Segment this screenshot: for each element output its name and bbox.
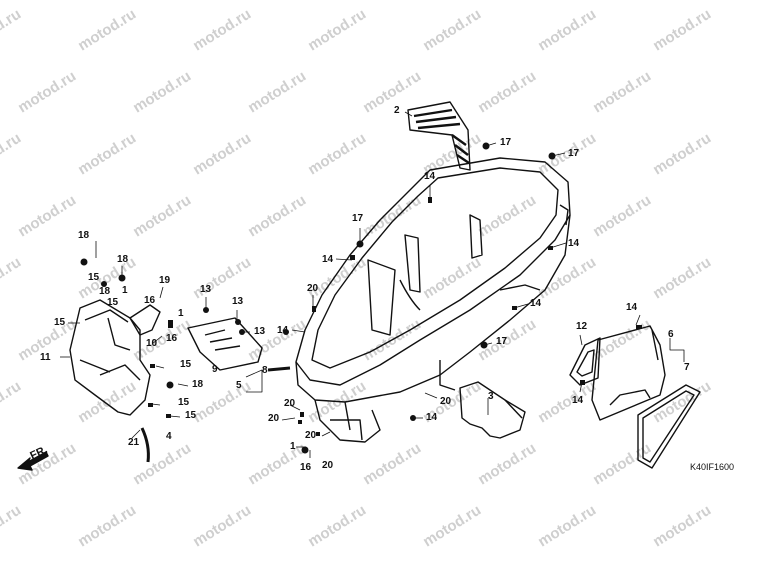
callout-15-e: 15 — [178, 397, 190, 408]
part-10-bracket — [129, 304, 161, 336]
callout-17-b: 17 — [568, 148, 580, 159]
callout-16-c: 16 — [300, 462, 312, 473]
callout-14-c: 14 — [322, 254, 334, 265]
callout-12: 12 — [576, 321, 588, 332]
fasteners — [80, 142, 642, 454]
callout-18-b: 18 — [117, 254, 129, 265]
callout-14-d: 14 — [530, 298, 542, 309]
callout-1-c: 1 — [290, 441, 296, 452]
callout-13-b: 13 — [232, 296, 244, 307]
callout-20-e: 20 — [322, 460, 334, 471]
part-4-hose — [140, 427, 150, 463]
callout-2: 2 — [394, 105, 400, 116]
callout-20-c: 20 — [268, 413, 280, 424]
part-11-housing — [69, 299, 151, 416]
callout-14-h: 14 — [572, 395, 584, 406]
callout-15-b: 15 — [107, 297, 119, 308]
part-2-grille — [407, 101, 471, 171]
callout-11: 11 — [40, 352, 51, 363]
callout-20-b: 20 — [284, 398, 296, 409]
callout-18-c: 18 — [99, 286, 111, 297]
part-9-guide — [187, 317, 263, 371]
callout-13-c: 13 — [254, 326, 266, 337]
diagram-code: K40IF1600 — [690, 462, 735, 472]
callout-3: 3 — [488, 391, 494, 402]
callout-15-f: 15 — [185, 410, 197, 421]
callout-14-b: 14 — [568, 238, 580, 249]
callout-14-g: 14 — [626, 302, 638, 313]
callout-18-d: 18 — [192, 379, 204, 390]
callout-5: 5 — [236, 380, 242, 391]
callout-1-b: 1 — [178, 308, 184, 319]
callout-9: 9 — [212, 364, 218, 375]
callout-15-a: 15 — [88, 272, 100, 283]
callout-19: 19 — [159, 275, 171, 286]
luggage-box — [295, 157, 571, 443]
callout-16-b: 16 — [166, 333, 178, 344]
callout-18-a: 18 — [78, 230, 90, 241]
callout-10: 10 — [146, 338, 158, 349]
callout-17-c: 17 — [352, 213, 364, 224]
callout-16-a: 16 — [144, 295, 156, 306]
part-3-panel — [459, 381, 526, 439]
callout-8: 8 — [262, 365, 268, 376]
callout-4: 4 — [166, 431, 172, 442]
callout-7: 7 — [684, 362, 690, 373]
part-6-side-panel — [591, 325, 666, 421]
callout-6: 6 — [668, 329, 674, 340]
callout-17-d: 17 — [496, 336, 508, 347]
part-12-triangle-panel — [569, 337, 601, 386]
callout-14-f: 14 — [426, 412, 438, 423]
part-8-pin — [267, 366, 291, 372]
callout-15-c: 15 — [54, 317, 66, 328]
callout-13-a: 13 — [200, 284, 212, 295]
fr-arrow — [17, 451, 49, 471]
callout-14-a: 14 — [424, 171, 436, 182]
callout-17-a: 17 — [500, 137, 512, 148]
callout-20-d: 20 — [305, 430, 317, 441]
callout-1-a: 1 — [122, 285, 128, 296]
part-7-seal-frame — [637, 384, 701, 469]
leader-lines — [60, 111, 685, 458]
callout-20-a: 20 — [307, 283, 319, 294]
callout-20-f: 20 — [440, 396, 452, 407]
callout-21: 21 — [128, 437, 140, 448]
callout-15-d: 15 — [180, 359, 192, 370]
callout-14-e: 14 — [277, 325, 289, 336]
